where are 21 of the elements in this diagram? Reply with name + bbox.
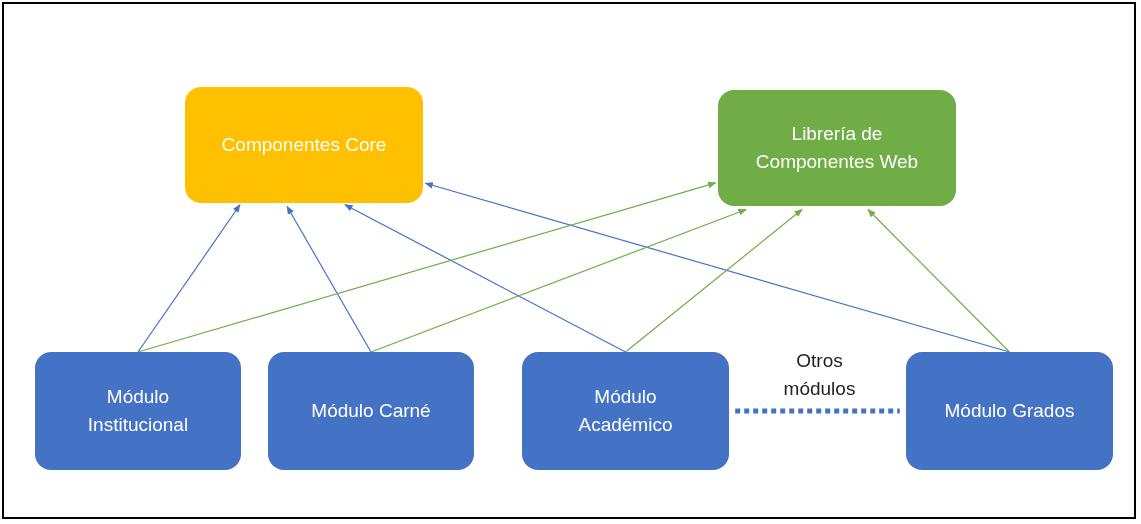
node-label: Módulo Institucional — [86, 385, 190, 437]
arrow — [137, 181, 717, 353]
component-box — [185, 87, 423, 203]
arrow — [286, 205, 372, 353]
arrow — [370, 208, 747, 353]
arrow — [137, 204, 241, 353]
node-label: Módulo Carné — [311, 399, 431, 424]
node-label: Módulo Grados — [944, 399, 1075, 424]
module-box — [906, 352, 1113, 470]
node-label: Módulo Académico — [577, 385, 674, 437]
module-box — [35, 352, 241, 470]
module-box — [522, 352, 729, 470]
arrow — [344, 204, 627, 353]
module-box — [268, 352, 474, 470]
arrow — [624, 208, 803, 353]
component-box — [718, 90, 956, 206]
dotted-connector — [735, 408, 900, 414]
node-label: Librería de Componentes Web — [754, 122, 920, 174]
node-label: Componentes Core — [221, 133, 387, 158]
arrow — [867, 208, 1011, 353]
arrow — [424, 182, 1011, 353]
